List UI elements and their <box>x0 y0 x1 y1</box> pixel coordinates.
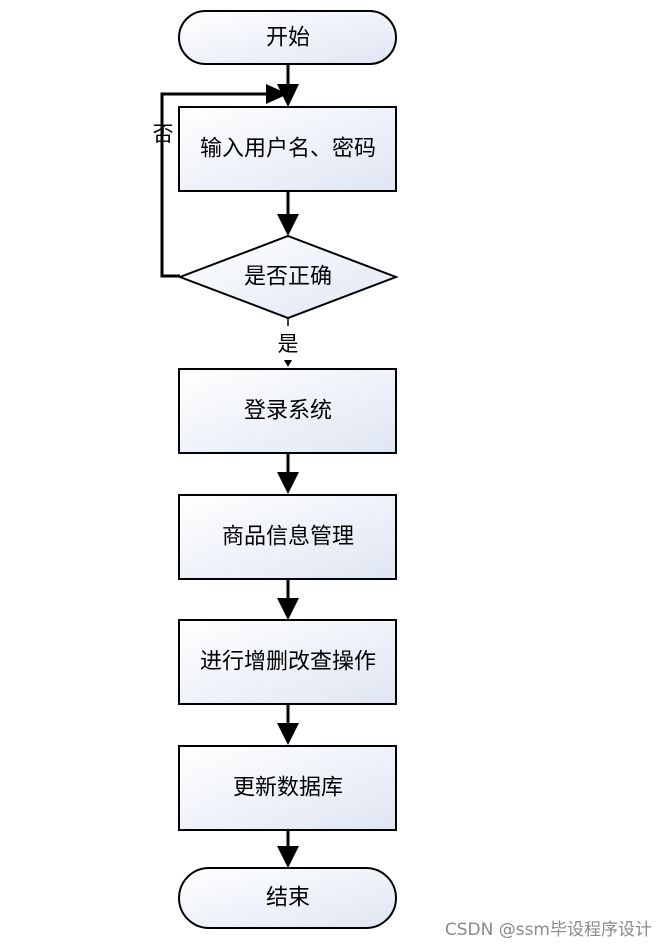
input-label: 输入用户名、密码 <box>200 137 376 162</box>
end-terminator-shape <box>178 867 397 929</box>
edge-decision-no-loop <box>160 92 268 278</box>
arrowhead-input-to-decision <box>277 214 299 236</box>
update-label: 更新数据库 <box>233 776 343 801</box>
login-label: 登录系统 <box>244 399 332 424</box>
arrowhead-start-to-input <box>277 84 299 107</box>
end-label: 结束 <box>266 886 310 911</box>
update-node: 更新数据库 <box>178 745 397 831</box>
start-label: 开始 <box>266 26 310 51</box>
arrowheads <box>266 84 299 868</box>
arrowhead-loop-into-input <box>266 84 288 104</box>
yes-label-background <box>274 330 302 358</box>
decision-label: 是否正确 <box>244 265 332 290</box>
crud-label: 进行增删改查操作 <box>200 650 376 675</box>
start-node: 开始 <box>178 10 397 65</box>
arrowhead-manage-to-crud <box>277 598 299 620</box>
decision-node: 是否正确 <box>177 234 399 320</box>
arrowhead-login-to-manage <box>277 472 299 494</box>
manage-label: 商品信息管理 <box>222 525 354 550</box>
end-node: 结束 <box>178 867 397 929</box>
input-process-shape <box>178 106 397 192</box>
login-node: 登录系统 <box>178 368 397 454</box>
update-process-shape <box>178 745 397 831</box>
connectors <box>160 64 290 848</box>
manage-process-shape <box>178 494 397 580</box>
yes-branch-label: 是 <box>278 332 299 356</box>
manage-node: 商品信息管理 <box>178 494 397 580</box>
arrowhead-crud-to-update <box>277 723 299 745</box>
crud-node: 进行增删改查操作 <box>178 619 397 705</box>
no-branch-label: 否 <box>153 122 174 146</box>
arrowhead-update-to-end <box>277 846 299 868</box>
input-node: 输入用户名、密码 <box>178 106 397 192</box>
arrowhead-decision-yes <box>284 360 292 367</box>
login-process-shape <box>178 368 397 454</box>
crud-process-shape <box>178 619 397 705</box>
start-terminator-shape <box>178 10 397 65</box>
decision-diamond-shape <box>177 234 399 320</box>
watermark-text: CSDN @ssm毕设程序设计 <box>444 920 652 940</box>
